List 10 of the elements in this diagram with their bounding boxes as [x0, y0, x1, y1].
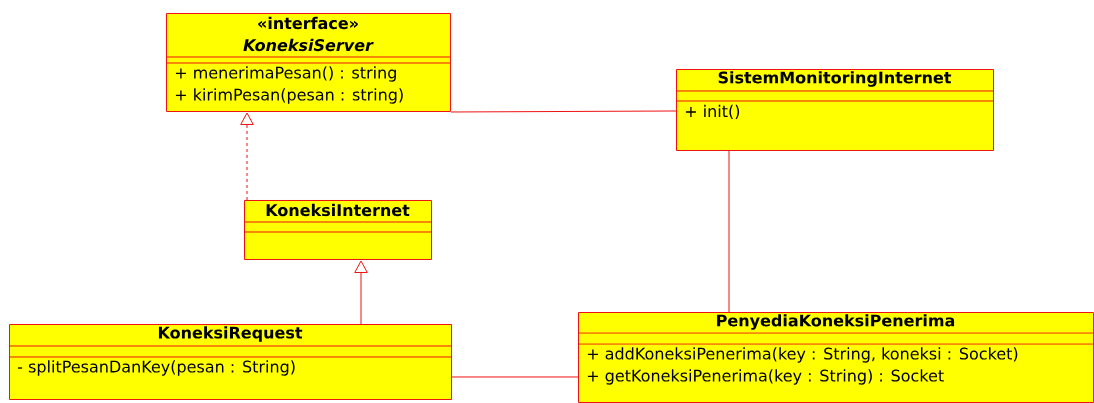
class-box: KoneksiRequest - splitPesanDanKey(pesan : String): [8, 324, 452, 400]
inheritance-arrow: [354, 260, 368, 325]
class-box: PenyediaKoneksiPenerima + addKoneksiPenerima(key : String, koneksi : Socket) + getKoneksiPenerima(key : String) : Socket: [577, 312, 1094, 403]
class-box: KoneksiInternet: [243, 200, 432, 260]
realization-arrow: [240, 112, 254, 201]
class-box: SistemMonitoringInternet + init(): [675, 69, 994, 151]
association-line: [728, 150, 730, 313]
association-line: [451, 376, 579, 378]
association-line: [450, 110, 677, 113]
class-box: «interface» KoneksiServer + menerimaPesan() : string + kirimPesan(pesan : string): [165, 13, 451, 112]
